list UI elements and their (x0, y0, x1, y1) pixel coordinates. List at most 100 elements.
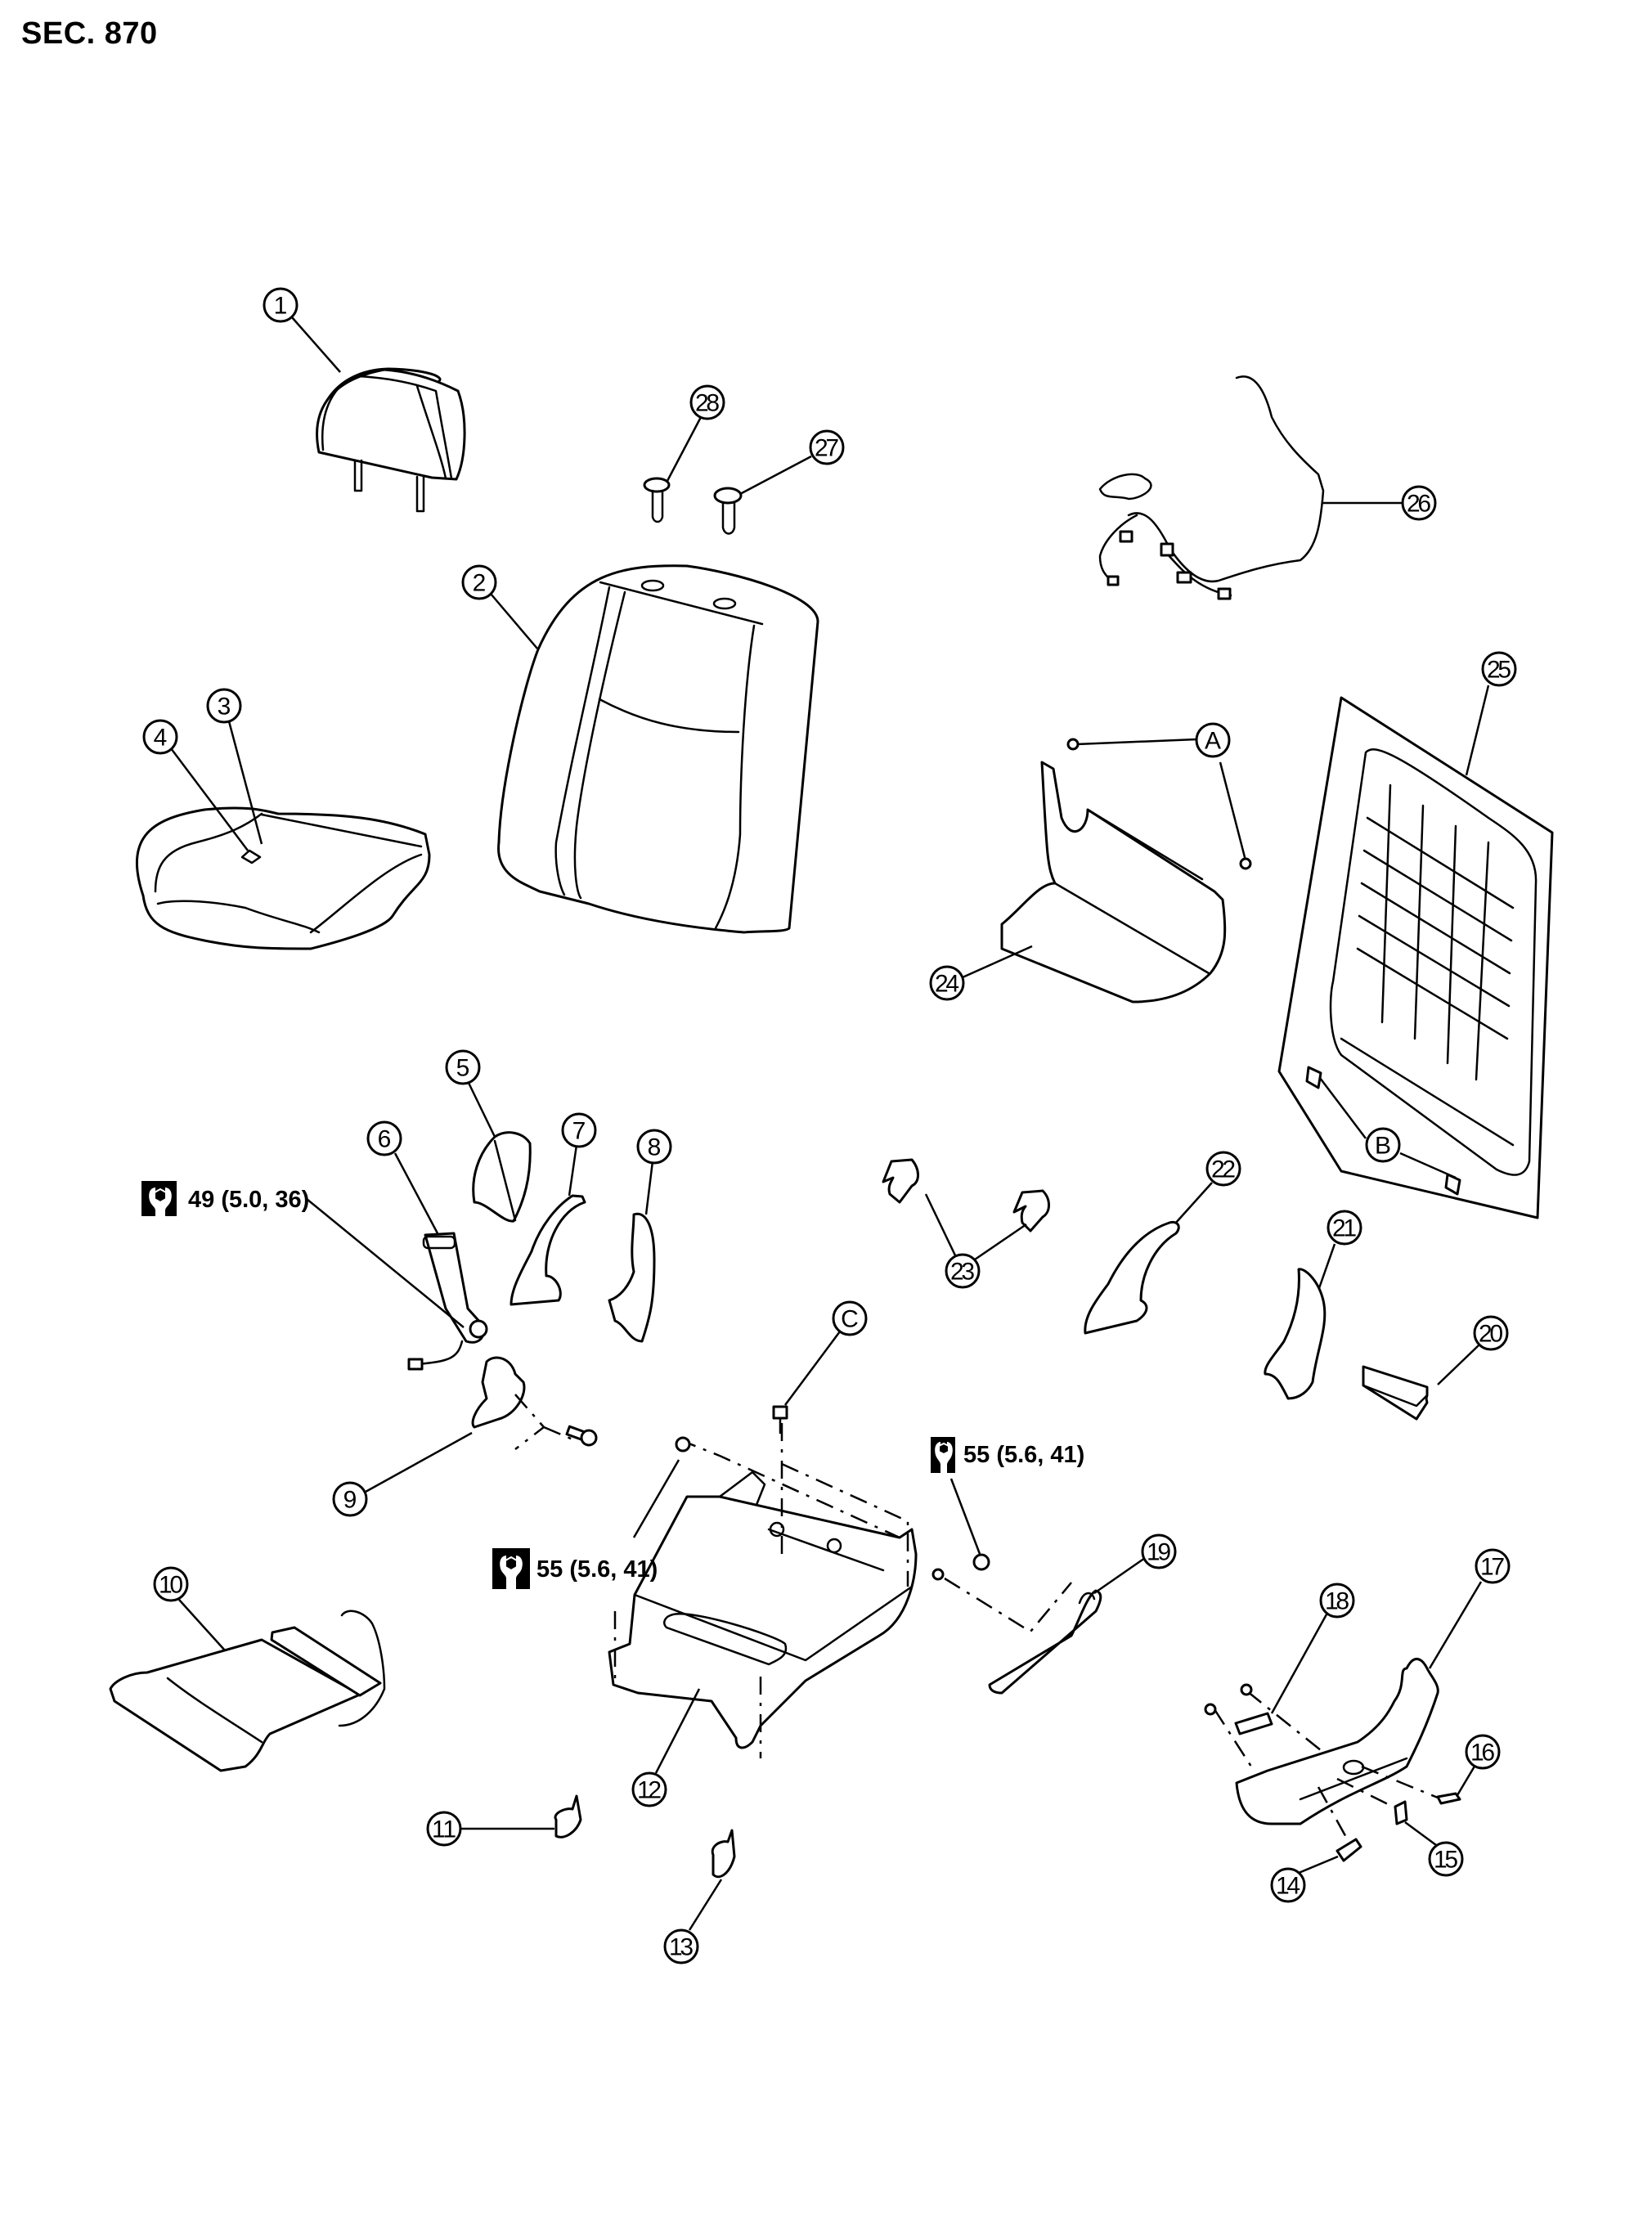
callout-circle (1327, 1210, 1362, 1246)
callout-label: 25 (1487, 657, 1511, 684)
callout-16[interactable]: 16 (1465, 1734, 1501, 1770)
callout-15[interactable]: 15 (1428, 1841, 1464, 1877)
part-seatback-frame[interactable] (1277, 696, 1554, 1219)
part-knob-14[interactable] (1336, 1838, 1362, 1862)
part-switch-bracket[interactable] (1234, 1712, 1273, 1735)
part-buckle-bracket[interactable] (471, 1356, 526, 1429)
callout-label: 23 (950, 1259, 975, 1286)
callout-label: 2 (473, 570, 487, 597)
callout-a[interactable]: A (1195, 722, 1231, 758)
torque-value-55-right: 55 (5.6, 41) (963, 1442, 1084, 1468)
callout-label: 11 (432, 1816, 456, 1843)
callout-13[interactable]: 13 (663, 1928, 699, 1964)
part-cushion-pad[interactable] (109, 1610, 386, 1772)
part-recliner-cover-21[interactable] (1264, 1268, 1327, 1400)
callout-circle (1195, 722, 1231, 758)
callout-6[interactable]: 6 (366, 1120, 402, 1156)
part-back-board[interactable] (1000, 761, 1227, 1004)
part-headrest-holder-27[interactable] (713, 487, 743, 535)
callout-4[interactable]: 4 (142, 719, 178, 755)
callout-label: 21 (1332, 1215, 1357, 1242)
callout-circle (809, 429, 845, 465)
part-clips-23[interactable] (882, 1158, 1050, 1232)
callout-25[interactable]: 25 (1481, 651, 1517, 687)
part-headrest-holder-28[interactable] (643, 477, 671, 523)
part-side-finisher-outer[interactable] (1235, 1658, 1439, 1825)
part-clip-13[interactable] (711, 1829, 736, 1879)
callout-14[interactable]: 14 (1270, 1867, 1306, 1903)
callout-circle (366, 1120, 402, 1156)
callout-circle (631, 1771, 667, 1807)
torque-spec-frame-right: 55 (5.6, 41) (931, 1437, 1084, 1473)
screw-bracket-1-icon (1204, 1703, 1217, 1716)
callout-28[interactable]: 28 (689, 384, 725, 420)
callout-24[interactable]: 24 (929, 965, 965, 1001)
callout-circle (1428, 1841, 1464, 1877)
part-recliner-finisher-7[interactable] (510, 1194, 586, 1306)
callout-11[interactable]: 11 (426, 1811, 462, 1847)
part-headrest[interactable] (316, 367, 466, 513)
callout-label: 22 (1211, 1156, 1236, 1183)
part-recliner-finisher-8[interactable] (608, 1212, 656, 1343)
part-seat-belt-buckle[interactable] (407, 1232, 488, 1371)
callout-21[interactable]: 21 (1327, 1210, 1362, 1246)
part-seat-frame[interactable] (608, 1470, 918, 1749)
callout-circle (1465, 1734, 1501, 1770)
callout-12[interactable]: 12 (631, 1771, 667, 1807)
callout-5[interactable]: 5 (445, 1049, 481, 1085)
part-knob-16[interactable] (1436, 1792, 1461, 1805)
screw-frame-icon (931, 1568, 945, 1581)
callout-circle (945, 1253, 981, 1289)
clip-b-1-icon (1305, 1066, 1322, 1089)
callout-circle (461, 564, 497, 600)
callout-label: 13 (669, 1934, 694, 1961)
callout-10[interactable]: 10 (153, 1566, 189, 1602)
callout-label: 8 (648, 1134, 662, 1161)
callout-c[interactable]: C (832, 1300, 868, 1336)
callout-circle (689, 384, 725, 420)
callout-label: 24 (935, 971, 959, 998)
callout-18[interactable]: 18 (1319, 1583, 1355, 1619)
part-seat-cushion[interactable] (135, 806, 431, 950)
callout-label: 19 (1147, 1539, 1171, 1566)
callout-label: 6 (378, 1126, 392, 1153)
callout-26[interactable]: 26 (1401, 485, 1437, 521)
callout-3[interactable]: 3 (206, 688, 242, 724)
bolt-frame-right-icon (972, 1553, 990, 1571)
callout-19[interactable]: 19 (1141, 1533, 1177, 1569)
callout-23[interactable]: 23 (945, 1253, 981, 1289)
callout-9[interactable]: 9 (332, 1481, 368, 1517)
callout-8[interactable]: 8 (636, 1129, 672, 1165)
callout-20[interactable]: 20 (1473, 1315, 1509, 1351)
part-wire-harness[interactable] (1098, 375, 1325, 600)
callout-2[interactable]: 2 (461, 564, 497, 600)
callout-circle (142, 719, 178, 755)
part-recliner-cover-outer[interactable] (472, 1131, 532, 1223)
section-title: SEC. 870 (21, 16, 158, 51)
torque-wrench-icon (931, 1437, 955, 1473)
callout-22[interactable]: 22 (1205, 1151, 1241, 1187)
torque-wrench-icon (141, 1181, 177, 1216)
torque-spec-frame-left: 55 (5.6, 41) (492, 1548, 658, 1589)
part-knob-15[interactable] (1394, 1800, 1408, 1825)
callout-17[interactable]: 17 (1475, 1548, 1511, 1584)
callout-circle (663, 1928, 699, 1964)
callout-b[interactable]: B (1365, 1127, 1401, 1163)
callout-1[interactable]: 1 (263, 287, 299, 323)
part-clip-11[interactable] (554, 1794, 582, 1839)
callout-label: 10 (159, 1572, 183, 1599)
callout-circle (636, 1129, 672, 1165)
part-side-finisher-inner[interactable] (988, 1589, 1102, 1695)
callout-circle (206, 688, 242, 724)
callout-7[interactable]: 7 (561, 1112, 597, 1148)
callout-label: 16 (1470, 1740, 1495, 1767)
callout-27[interactable]: 27 (809, 429, 845, 465)
callout-circle (832, 1300, 868, 1336)
callout-label: 14 (1276, 1873, 1300, 1900)
callout-circle (1401, 485, 1437, 521)
part-seatback-trim[interactable] (497, 564, 819, 934)
callout-label: 26 (1407, 491, 1431, 518)
part-control-unit[interactable] (1362, 1365, 1429, 1421)
part-recliner-cover-22[interactable] (1084, 1220, 1180, 1335)
